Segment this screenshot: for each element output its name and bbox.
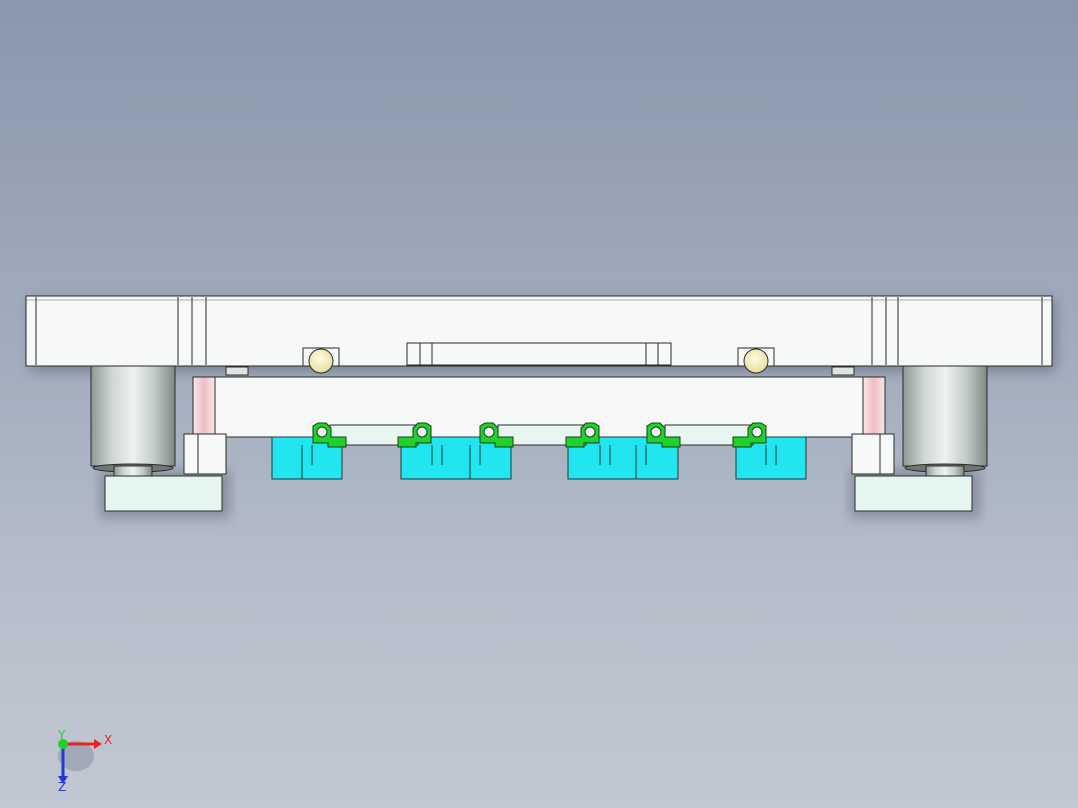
spacers: [225, 366, 855, 376]
x-axis-label: X: [104, 733, 112, 747]
cyan-block-2[interactable]: [400, 436, 512, 480]
side-bracket-left[interactable]: [183, 433, 227, 475]
y-axis-label: Y: [57, 728, 66, 742]
foot-pad-right[interactable]: [854, 475, 973, 512]
clamp-pivot-hole: [483, 426, 495, 438]
y-axis-dot: [58, 739, 68, 749]
clamp-1[interactable]: [312, 422, 347, 448]
clamp-5[interactable]: [646, 422, 681, 448]
clamp-2[interactable]: [397, 422, 432, 448]
guide-post-right[interactable]: [902, 365, 988, 477]
z-axis-head: [58, 776, 68, 784]
clamp-pivot-hole: [751, 426, 763, 438]
clamp-pivot-hole: [416, 426, 428, 438]
triad-shadow: [58, 741, 94, 771]
dowel-right[interactable]: [737, 347, 775, 374]
dowel-left[interactable]: [302, 347, 340, 374]
clamp-pivot-hole: [584, 426, 596, 438]
z-axis-label: Z: [58, 780, 66, 794]
clamp-pivot-hole: [650, 426, 662, 438]
side-bracket-right[interactable]: [851, 433, 895, 475]
clamp-6[interactable]: [732, 422, 767, 448]
clamp-4[interactable]: [565, 422, 600, 448]
foot-pad-left[interactable]: [104, 475, 223, 512]
clamps: [312, 422, 767, 448]
clamp-3[interactable]: [479, 422, 514, 448]
coordinate-triad[interactable]: X Y Z: [57, 728, 112, 794]
clamp-pivot-hole: [316, 426, 328, 438]
center-rail[interactable]: [406, 342, 672, 366]
x-axis-head: [94, 739, 102, 749]
clamp-link-bars: [329, 424, 754, 446]
guide-post-left[interactable]: [90, 365, 176, 477]
